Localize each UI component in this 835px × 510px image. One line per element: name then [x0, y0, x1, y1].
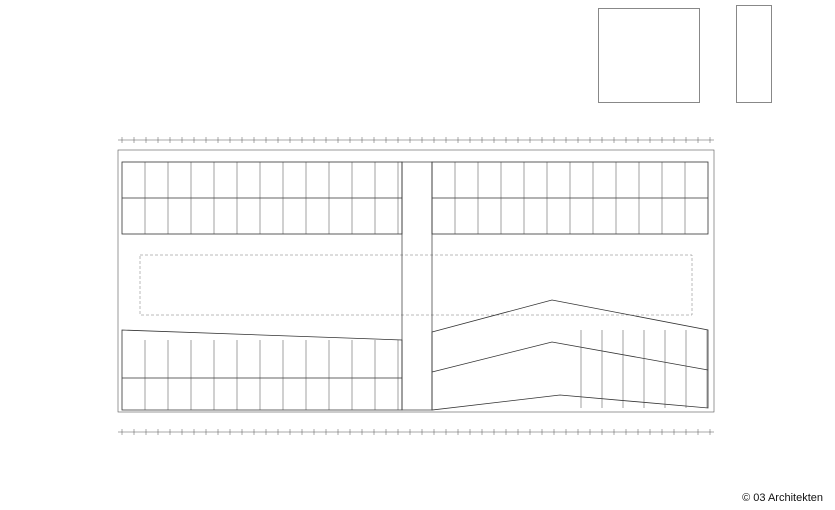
- dimension-ticks: [121, 137, 711, 435]
- stamp-block: [736, 5, 772, 103]
- copyright-credit: © 03 Architekten: [742, 492, 823, 504]
- wing-bottom-left: [121, 329, 403, 411]
- grid-frame: [117, 139, 715, 433]
- courtyard: [139, 254, 693, 316]
- central-connector: [401, 161, 433, 411]
- wing-bottom-right: [431, 299, 709, 411]
- title-block: [598, 8, 700, 103]
- unit-walls: [144, 162, 708, 410]
- wing-top-left: [121, 161, 403, 235]
